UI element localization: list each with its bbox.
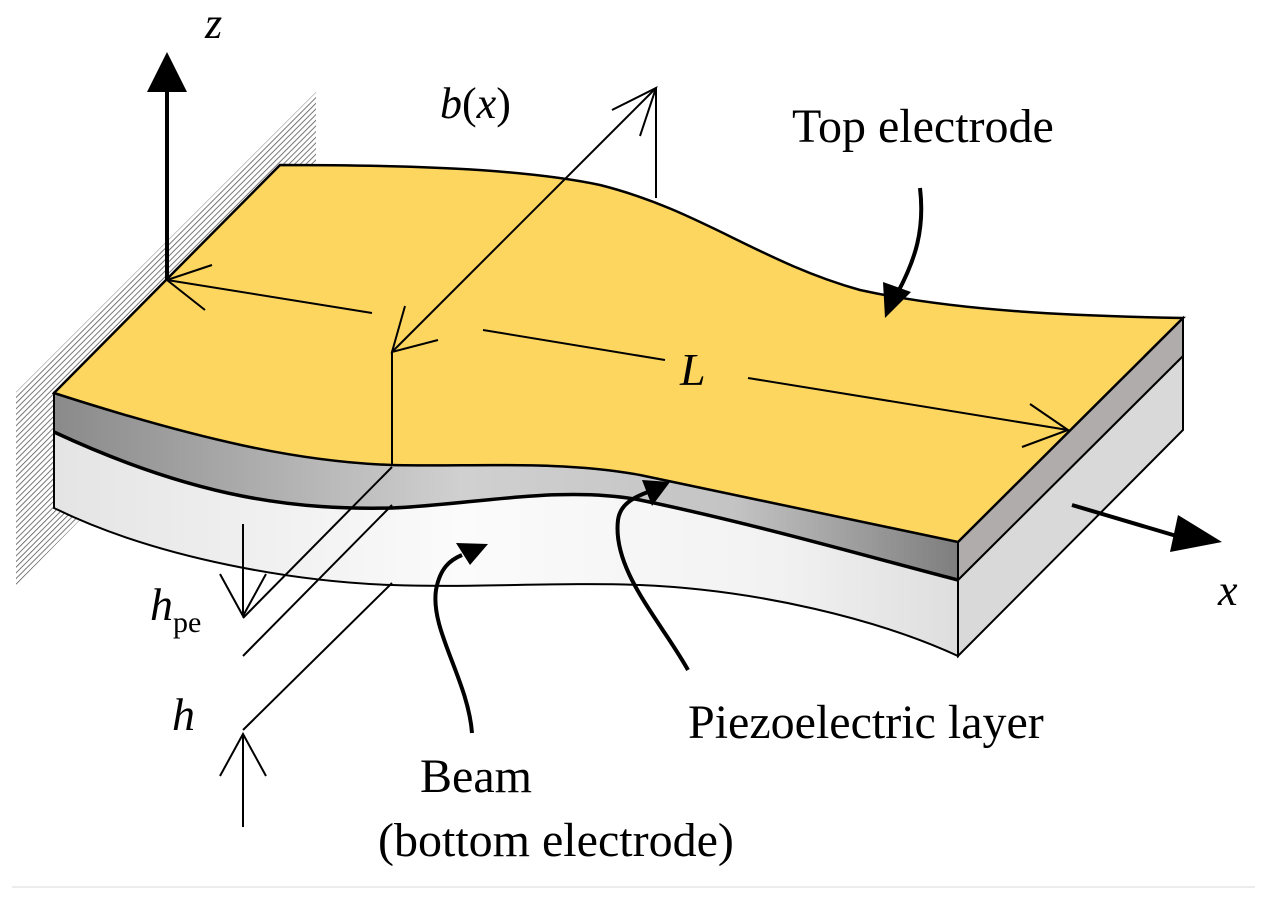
width-dimension-arrow bbox=[390, 86, 658, 465]
beam-thickness-label: h bbox=[172, 689, 195, 740]
piezo-layer-label: Piezoelectric layer bbox=[688, 696, 1044, 749]
length-dimension-arrow bbox=[164, 264, 1071, 448]
z-axis-label: z bbox=[204, 0, 222, 48]
z-axis bbox=[147, 52, 187, 280]
beam-label-line1: Beam bbox=[420, 750, 532, 803]
piezo-layer-pointer bbox=[615, 480, 690, 671]
top-electrode-label: Top electrode bbox=[792, 100, 1054, 153]
beam-thickness-arrow bbox=[219, 731, 267, 827]
piezo-thickness-label: hpe bbox=[150, 579, 201, 639]
beam-label-line2: (bottom electrode) bbox=[378, 814, 734, 867]
top-electrode-pointer bbox=[883, 187, 924, 318]
length-label: L bbox=[679, 344, 706, 395]
x-axis bbox=[1071, 503, 1222, 552]
width-label: b(x) bbox=[440, 79, 511, 128]
piezo-thickness-arrow bbox=[219, 524, 267, 619]
x-axis-label: x bbox=[1217, 566, 1238, 615]
thickness-extension-lines bbox=[242, 466, 393, 731]
top-electrode-surface bbox=[51, 163, 1186, 544]
beam-pointer bbox=[433, 543, 488, 734]
piezo-beam-interface bbox=[53, 430, 959, 582]
